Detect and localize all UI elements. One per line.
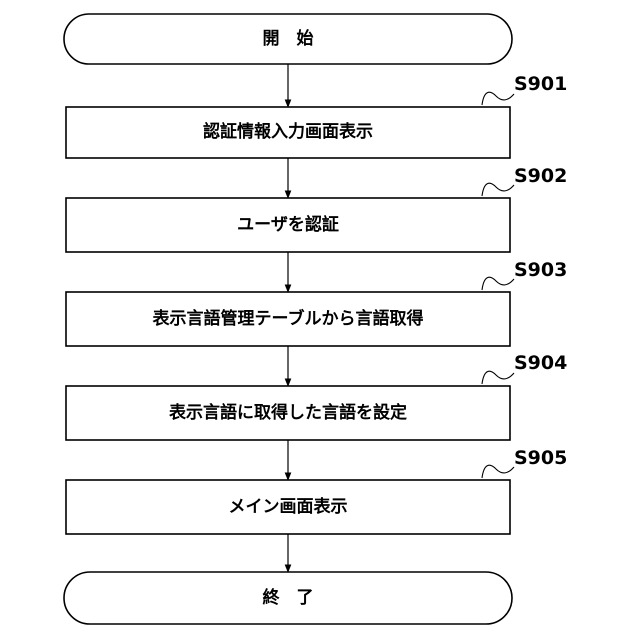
step-label-text: メイン画面表示	[229, 496, 348, 517]
step-id: S901	[514, 73, 567, 95]
step-leader-line	[482, 92, 514, 105]
step-leader-line	[482, 277, 514, 290]
end-node: 終 了	[64, 572, 512, 624]
step-label-text: ユーザを認証	[237, 214, 339, 235]
process-step-s901: 認証情報入力画面表示 S901	[66, 73, 567, 158]
start-node: 開 始	[64, 14, 512, 64]
step-id: S903	[514, 259, 567, 281]
end-label: 終 了	[263, 587, 314, 608]
step-label-text: 認証情報入力画面表示	[203, 121, 373, 142]
step-leader-line	[482, 371, 514, 384]
step-id: S905	[514, 447, 567, 469]
step-id: S902	[514, 165, 567, 187]
process-step-s905: メイン画面表示 S905	[66, 447, 567, 534]
step-label-text: 表示言語に取得した言語を設定	[169, 402, 407, 423]
process-step-s903: 表示言語管理テーブルから言語取得 S903	[66, 259, 567, 346]
step-label-text: 表示言語管理テーブルから言語取得	[153, 308, 424, 329]
start-label: 開 始	[263, 28, 314, 49]
step-id: S904	[514, 352, 567, 374]
step-leader-line	[482, 183, 514, 196]
process-step-s902: ユーザを認証 S902	[66, 165, 567, 252]
step-leader-line	[482, 465, 514, 478]
process-step-s904: 表示言語に取得した言語を設定 S904	[66, 352, 567, 440]
